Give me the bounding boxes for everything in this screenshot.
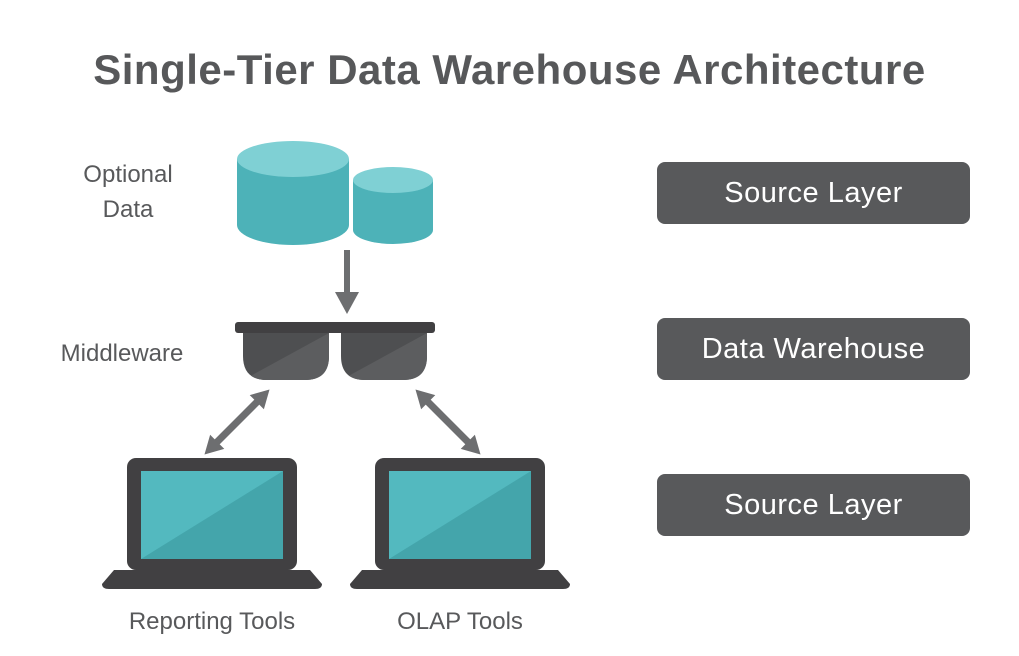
layer-box-source-bottom: Source Layer: [657, 474, 970, 536]
laptop-reporting-icon: [102, 458, 322, 590]
database-cylinder-small-icon: [352, 166, 434, 244]
middleware-label: Middleware: [60, 340, 184, 367]
layer-box-data-warehouse: Data Warehouse: [657, 318, 970, 380]
optional-data-label: Optional Data: [83, 161, 173, 223]
down-arrow-icon: [334, 248, 360, 314]
reporting-tools-label: Reporting Tools: [128, 608, 296, 635]
database-cylinder-large-icon: [236, 140, 350, 246]
layer-box-source-top: Source Layer: [657, 162, 970, 224]
sunglasses-icon: [235, 322, 435, 384]
page-title: Single-Tier Data Warehouse Architecture: [93, 46, 926, 93]
olap-tools-label: OLAP Tools: [397, 608, 523, 635]
laptop-olap-icon: [350, 458, 570, 590]
double-headed-arrow-left-icon: [195, 380, 278, 463]
double-headed-arrow-right-icon: [406, 380, 489, 463]
